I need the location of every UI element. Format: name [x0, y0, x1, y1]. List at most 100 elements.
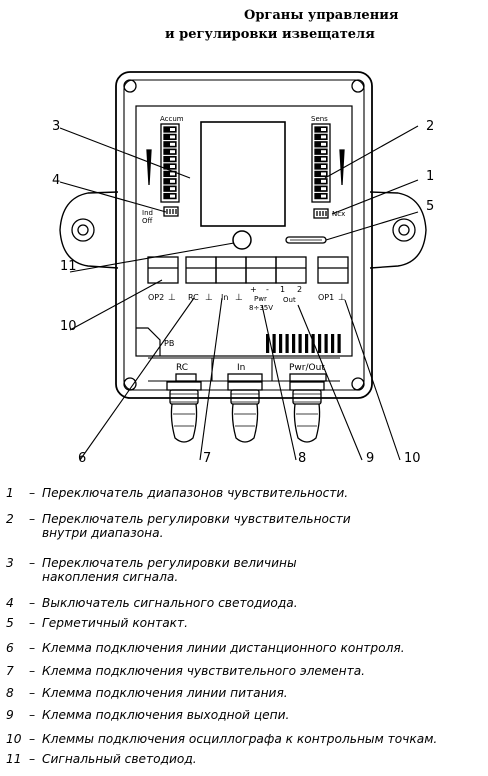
- legend-text: Переключатель регулировки величины: [42, 556, 297, 570]
- legend-dash: –: [28, 641, 36, 655]
- legend-text: Герметичный контакт.: [42, 616, 189, 630]
- gland-label-pwrout: Pwr/Out: [289, 363, 325, 373]
- label-op1-ground: ⊥: [338, 293, 346, 303]
- vent-slot: [331, 334, 335, 353]
- legend-number: 11: [6, 752, 22, 766]
- vent-slot: [298, 334, 302, 353]
- legend-number: 5: [6, 616, 14, 630]
- terminal-op1: [317, 256, 349, 284]
- legend-text: Выключатель сигнального светодиода.: [42, 596, 298, 610]
- legend-text: Переключатель диапазонов чувствительност…: [42, 486, 349, 500]
- legend-item-11: 11–Сигнальный светодиод.: [6, 752, 197, 766]
- callout-2: 2: [426, 119, 434, 134]
- legend-item-2: 2–Переключатель регулировки чувствительн…: [6, 512, 351, 540]
- pb-notch: [136, 327, 161, 356]
- display-window: [200, 121, 286, 227]
- callout-7: 7: [203, 451, 211, 466]
- label-ind: Ind: [142, 209, 153, 217]
- range-switch[interactable]: [313, 208, 329, 219]
- legend-text: внутри диапазона.: [42, 526, 164, 540]
- callout-1: 1: [426, 169, 434, 184]
- terminal-op2: [147, 256, 179, 284]
- title-line-2: и регулировки извещателя: [165, 27, 375, 42]
- terminal-rc: [185, 256, 217, 284]
- callout-11: 11: [60, 259, 77, 274]
- legend-number: 1: [6, 486, 14, 500]
- circuit-board: [135, 105, 353, 357]
- vent-slots: [266, 334, 341, 353]
- legend-item-4: 4–Выключатель сигнального светодиода.: [6, 596, 298, 610]
- label-rc-ground: ⊥: [205, 293, 213, 303]
- corner-screw-tr: [351, 79, 365, 93]
- legend-number: 2: [6, 512, 14, 526]
- mount-ear-left: [59, 191, 119, 269]
- legend-item-7: 7–Клемма подключения чувствительного эле…: [6, 664, 365, 678]
- legend-text: накопления сигнала.: [42, 570, 179, 584]
- device-drawing: Accum Sens Ind Off Ncx OP2 ⊥ RC ⊥ In ⊥ +…: [52, 71, 434, 466]
- callout-9: 9: [366, 451, 374, 466]
- label-voltage: 8÷35V: [249, 304, 273, 312]
- mount-ear-right: [369, 191, 427, 269]
- vent-slot: [318, 334, 322, 353]
- label-pb: PB: [164, 339, 174, 348]
- label-off: Off: [142, 217, 153, 225]
- cable-gland-pwrout: [289, 381, 325, 443]
- gland-label-in: In: [237, 363, 245, 373]
- legend-dash: –: [28, 616, 36, 630]
- label-out-2: 2: [297, 285, 302, 294]
- title-block: Органы управления и регулировки извещате…: [0, 8, 488, 48]
- vent-slot: [337, 334, 341, 353]
- legend-number: 8: [6, 686, 14, 700]
- legend-dash: –: [28, 512, 36, 526]
- callout-6: 6: [78, 451, 86, 466]
- title-line-1: Органы управления: [244, 8, 399, 23]
- legend-number: 4: [6, 596, 14, 610]
- dip-switch-accum[interactable]: [160, 123, 180, 203]
- legend-item-6: 6–Клемма подключения линии дистанционног…: [6, 641, 405, 655]
- label-minus: -: [266, 285, 269, 294]
- legend-dash: –: [28, 596, 36, 610]
- label-pwr: Pwr: [254, 295, 267, 303]
- label-op2: OP2: [148, 293, 164, 302]
- label-out-1: 1: [280, 285, 285, 294]
- legend-text: Сигнальный светодиод.: [42, 752, 197, 766]
- label-in-ground: ⊥: [235, 293, 243, 303]
- dip-switch-sens[interactable]: [311, 123, 331, 203]
- legend-item-8: 8–Клемма подключения линии питания.: [6, 686, 288, 700]
- label-accum: Accum: [160, 115, 184, 123]
- vent-slot: [279, 334, 283, 353]
- vent-slot: [292, 334, 296, 353]
- callout-10-left: 10: [60, 319, 77, 334]
- callout-8: 8: [298, 451, 306, 466]
- signal-led: [232, 230, 252, 250]
- callout-5: 5: [426, 199, 434, 214]
- terminal-pwr: [245, 256, 277, 284]
- callout-leaders: [59, 125, 419, 461]
- legend-dash: –: [28, 708, 36, 722]
- legend-item-5: 5–Герметичный контакт.: [6, 616, 188, 630]
- vent-slot: [324, 334, 328, 353]
- legend-dash: –: [28, 686, 36, 700]
- label-sens: Sens: [311, 115, 328, 123]
- legend-text: Клеммы подключения осциллографа к контро…: [42, 732, 438, 746]
- gland-label-rc: RC: [176, 363, 188, 373]
- legend-item-10: 10–Клеммы подключения осциллографа к кон…: [6, 732, 437, 746]
- terminal-out: [275, 256, 307, 284]
- label-in: In: [221, 293, 228, 302]
- label-ncx: Ncx: [332, 210, 345, 218]
- mount-hole-right: [392, 218, 416, 242]
- legend-number: 6: [6, 641, 14, 655]
- legend-number: 3: [6, 556, 14, 570]
- vent-slot: [305, 334, 309, 353]
- label-out: Out: [283, 296, 296, 304]
- legend-dash: –: [28, 664, 36, 678]
- mount-hole-left: [71, 218, 95, 242]
- legend-dash: –: [28, 556, 36, 570]
- legend-number: 10: [6, 732, 22, 746]
- corner-screw-bl: [123, 377, 137, 391]
- terminal-in: [215, 256, 247, 284]
- callout-4: 4: [52, 173, 60, 188]
- legend-text: Клемма подключения линии дистанционного …: [42, 641, 405, 655]
- callout-3: 3: [52, 119, 60, 134]
- legend-dash: –: [28, 732, 36, 746]
